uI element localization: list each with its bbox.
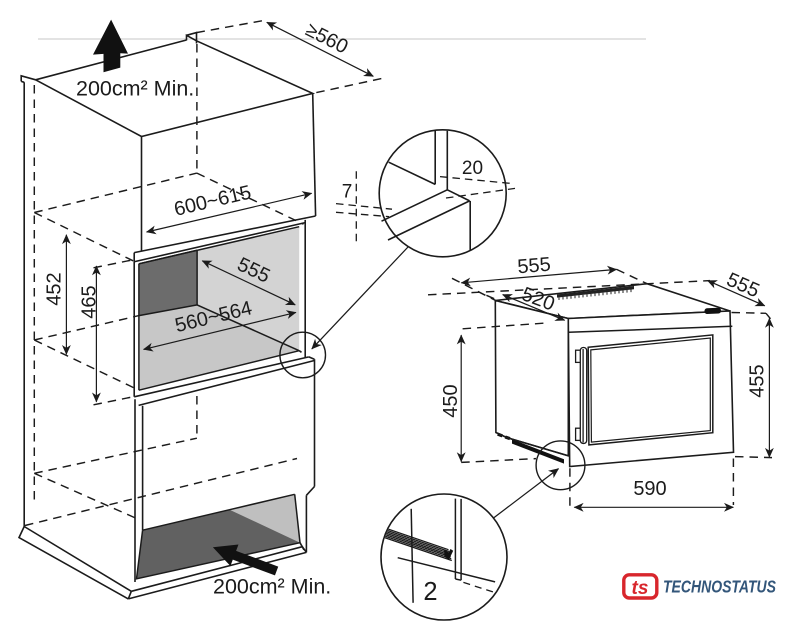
svg-text:555: 555: [517, 254, 552, 279]
svg-text:20: 20: [462, 158, 483, 179]
svg-text:455: 455: [747, 364, 769, 397]
svg-text:600~615: 600~615: [172, 181, 253, 220]
svg-text:ts: ts: [632, 578, 649, 599]
svg-text:2: 2: [423, 578, 437, 606]
svg-text:TECHNOSTATUS: TECHNOSTATUS: [663, 577, 776, 597]
svg-text:200cm² Min.: 200cm² Min.: [76, 77, 194, 101]
svg-text:452: 452: [44, 272, 66, 305]
svg-text:590: 590: [633, 478, 666, 500]
svg-text:7: 7: [342, 182, 353, 203]
svg-text:450: 450: [440, 384, 462, 417]
svg-text:200cm² Min.: 200cm² Min.: [213, 575, 331, 599]
svg-text:465: 465: [79, 285, 101, 318]
svg-text:555: 555: [723, 269, 762, 303]
